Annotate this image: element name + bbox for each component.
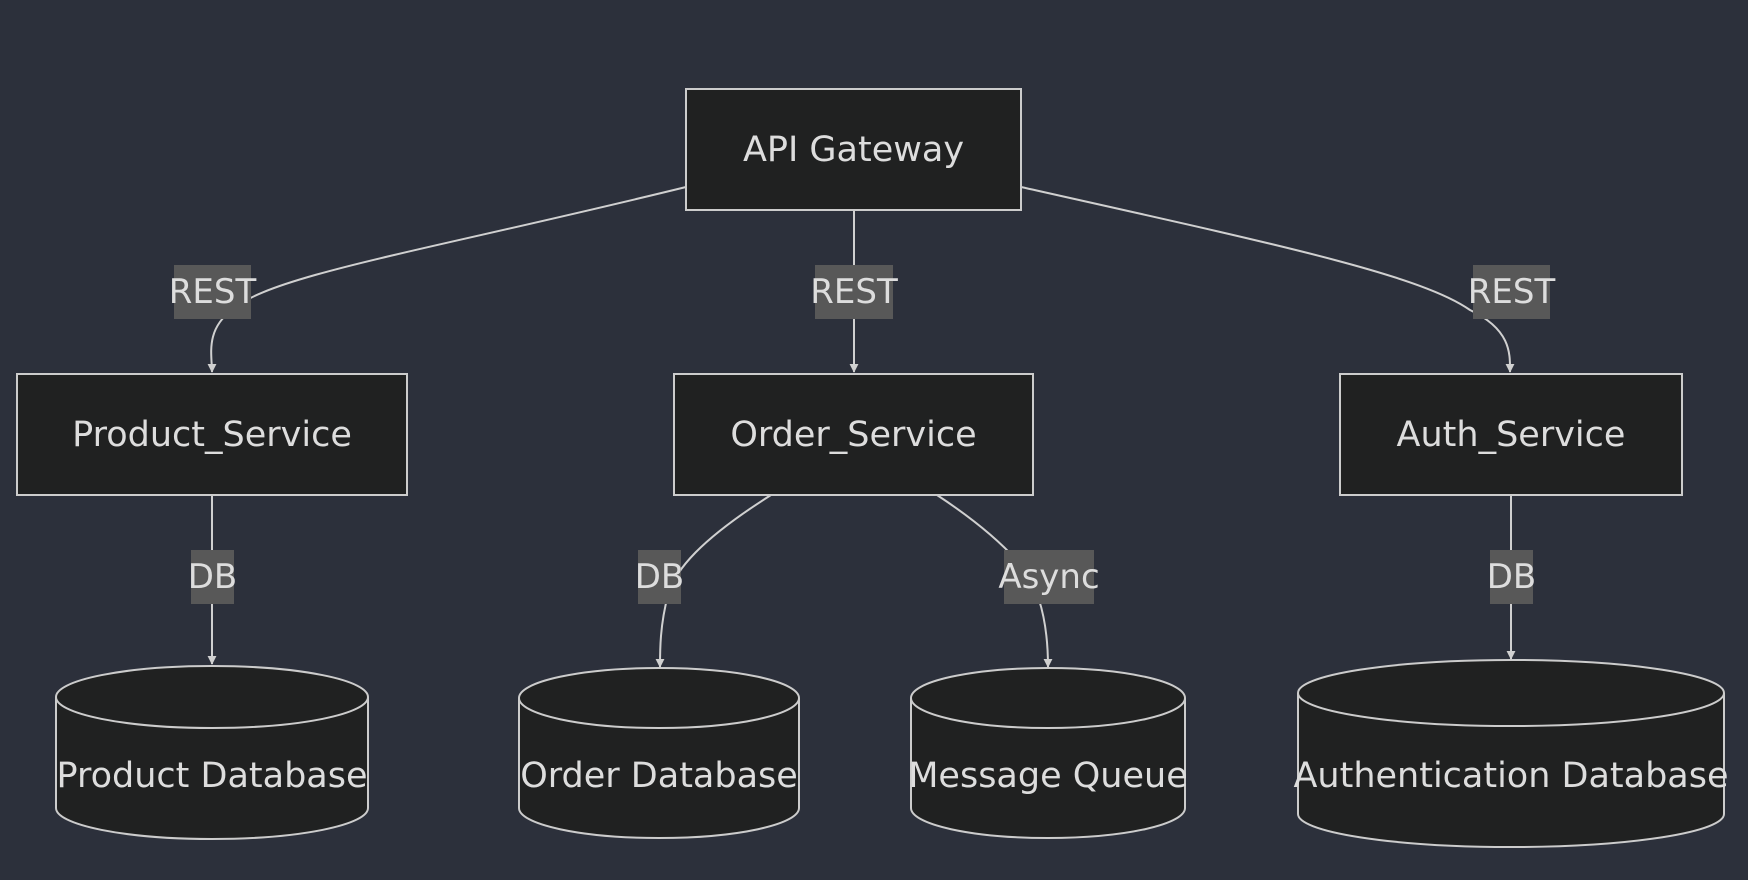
edge-gateway-to-auth-service xyxy=(1020,186,1515,373)
edge-label-text: REST xyxy=(169,272,257,312)
node-label: Message Queue xyxy=(908,756,1188,796)
edge-label-text: DB xyxy=(1487,557,1537,597)
node-label: Product_Service xyxy=(72,415,352,455)
node-order-database[interactable]: Order Database xyxy=(518,667,800,839)
datastore-nodes: Product Database Order Database Message … xyxy=(55,659,1729,848)
edge-label-text: DB xyxy=(188,557,238,597)
node-label: Order Database xyxy=(520,756,798,796)
node-auth-service[interactable]: Auth_Service xyxy=(1339,373,1683,496)
edge-label-text: REST xyxy=(1468,272,1556,312)
edge-label-gateway-order: REST xyxy=(810,265,898,319)
edge-labels: REST REST REST DB DB Async DB xyxy=(169,265,1556,604)
edge-label-gateway-auth: REST xyxy=(1468,265,1556,319)
edge-label-product-db: DB xyxy=(188,550,238,604)
node-label: Product Database xyxy=(56,756,367,796)
edge-label-order-queue: Async xyxy=(998,550,1100,604)
edge-label-auth-db: DB xyxy=(1487,550,1537,604)
edge-gateway-to-product-service xyxy=(207,186,687,373)
node-product-database[interactable]: Product Database xyxy=(55,665,369,840)
node-label: Auth_Service xyxy=(1397,415,1626,455)
edge-label-text: Async xyxy=(998,557,1099,597)
service-nodes: API Gateway Product_Service Order_Servic… xyxy=(16,88,1683,496)
node-authentication-database[interactable]: Authentication Database xyxy=(1293,659,1729,848)
node-order-service[interactable]: Order_Service xyxy=(673,373,1034,496)
node-label: Order_Service xyxy=(730,415,976,455)
node-label: API Gateway xyxy=(743,130,964,170)
edge-label-order-db: DB xyxy=(635,550,685,604)
node-api-gateway[interactable]: API Gateway xyxy=(685,88,1022,211)
node-label: Authentication Database xyxy=(1293,756,1728,796)
node-message-queue[interactable]: Message Queue xyxy=(908,667,1188,839)
edge-label-text: REST xyxy=(810,272,898,312)
edge-label-text: DB xyxy=(635,557,685,597)
node-product-service[interactable]: Product_Service xyxy=(16,373,408,496)
edge-label-gateway-product: REST xyxy=(169,265,257,319)
